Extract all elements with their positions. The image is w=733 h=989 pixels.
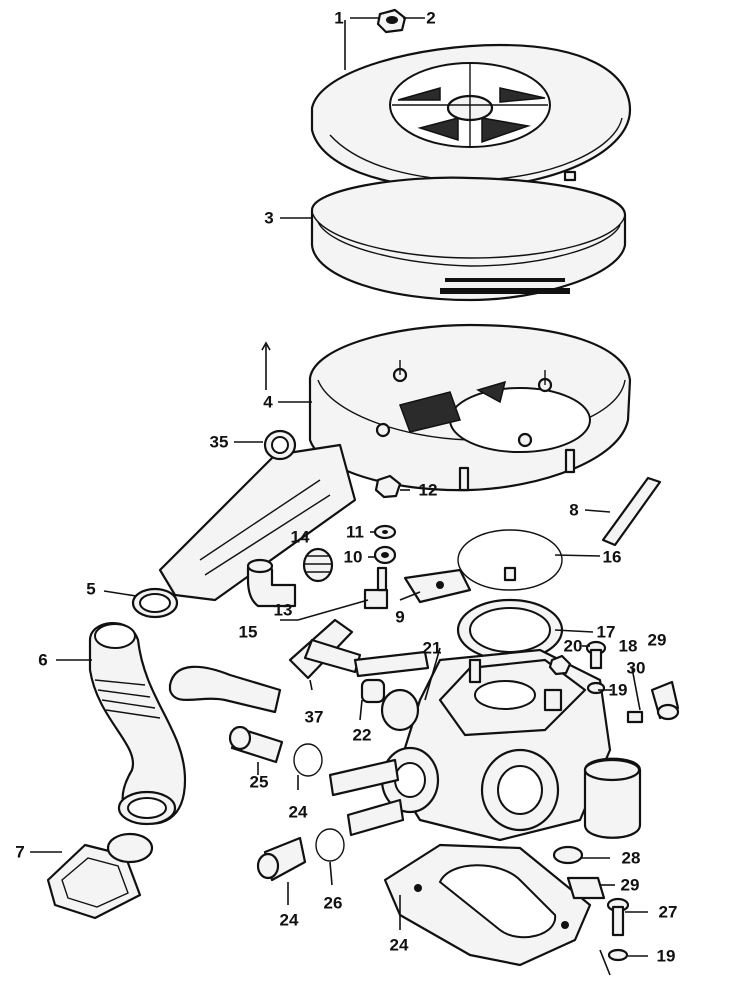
callout-14: 14 — [290, 527, 310, 547]
bracket-part-9 — [403, 568, 472, 604]
callout-1: 1 — [334, 8, 344, 28]
valve-part-13 — [363, 566, 389, 610]
callout-13: 13 — [273, 600, 293, 620]
callout-4: 4 — [263, 392, 273, 412]
callout-16: 16 — [602, 547, 622, 567]
callout-26: 24 — [279, 910, 299, 930]
clamp-part-24-lower — [315, 828, 345, 862]
spring-part-14 — [302, 547, 334, 583]
nut-part-12 — [374, 474, 402, 499]
bushing-part-35 — [263, 429, 297, 461]
hose-segment — [168, 665, 282, 714]
callout-17: 17 — [596, 622, 616, 642]
clamp-part-5 — [131, 587, 179, 619]
callout-2: 2 — [426, 8, 436, 28]
callout-25: 25 — [249, 772, 269, 792]
callout-18: 18 — [618, 636, 638, 656]
corrugated-duct-part-6 — [88, 622, 187, 826]
callout-20: 20 — [563, 636, 583, 656]
washer-part-19-upper — [586, 681, 606, 695]
hose-part-29-upper — [650, 680, 680, 721]
hose-part-8 — [601, 476, 662, 547]
intake-snorkel — [158, 443, 357, 602]
callout-32: 27 — [658, 902, 678, 922]
nut-part-20 — [548, 654, 572, 676]
fuel-filter-canister — [583, 757, 642, 839]
callout-27: 24 — [389, 935, 409, 955]
callout-5: 5 — [86, 579, 96, 599]
leader-lines — [30, 17, 648, 976]
callout-30: 30 — [626, 658, 646, 678]
washer-part-11 — [373, 524, 397, 540]
carburetor-part-21 — [328, 648, 612, 842]
clamp-part-24-upper — [293, 743, 323, 777]
callout-9: 9 — [395, 607, 405, 627]
hose-part-26 — [256, 836, 307, 882]
callout-11: 11 — [346, 522, 364, 542]
gasket-part-17 — [456, 598, 564, 662]
flange-part-7 — [46, 832, 154, 920]
callout-6: 6 — [38, 650, 48, 670]
filter-housing-part-4 — [308, 323, 632, 492]
callout-35: 35 — [209, 432, 229, 452]
callout-24-lower: 26 — [323, 893, 343, 913]
callout-24-upper: 24 — [288, 802, 308, 822]
callout-28: 28 — [621, 848, 641, 868]
tee-connector-part-37 — [288, 618, 362, 680]
callout-19-upper: 19 — [608, 680, 628, 700]
callout-8: 8 — [569, 500, 579, 520]
callout-19-lower: 19 — [656, 946, 676, 966]
callout-29-lower: 29 — [620, 875, 640, 895]
plate-part-29-lower — [566, 876, 606, 900]
air-filter-cover-part-1 — [310, 43, 632, 195]
callout-7: 7 — [15, 842, 25, 862]
callout-10: 10 — [343, 547, 363, 567]
callout-29-upper: 29 — [647, 630, 667, 650]
bolt-part-32 — [606, 897, 630, 937]
sleeve-part-22 — [360, 678, 386, 704]
ring-part-28 — [552, 845, 584, 865]
washer-part-19-lower — [607, 948, 629, 962]
hose-part-25 — [228, 725, 284, 764]
clamp-ring-part-16 — [457, 529, 563, 591]
grommet-part-10 — [373, 545, 397, 565]
callout-3: 3 — [264, 208, 274, 228]
callout-37: 37 — [304, 707, 324, 727]
nut-part-2 — [376, 8, 407, 34]
hose-segment-right — [353, 650, 430, 678]
callout-21: 21 — [422, 638, 442, 658]
elbow-hose-part-15 — [246, 558, 297, 608]
filter-element-part-3 — [310, 176, 627, 302]
callout-22: 22 — [352, 725, 372, 745]
callout-15: 15 — [238, 622, 258, 642]
base-gasket-part-27 — [383, 843, 592, 967]
callout-12: 12 — [418, 480, 438, 500]
clip-part-30 — [626, 710, 644, 724]
screw-part-18 — [585, 640, 607, 670]
